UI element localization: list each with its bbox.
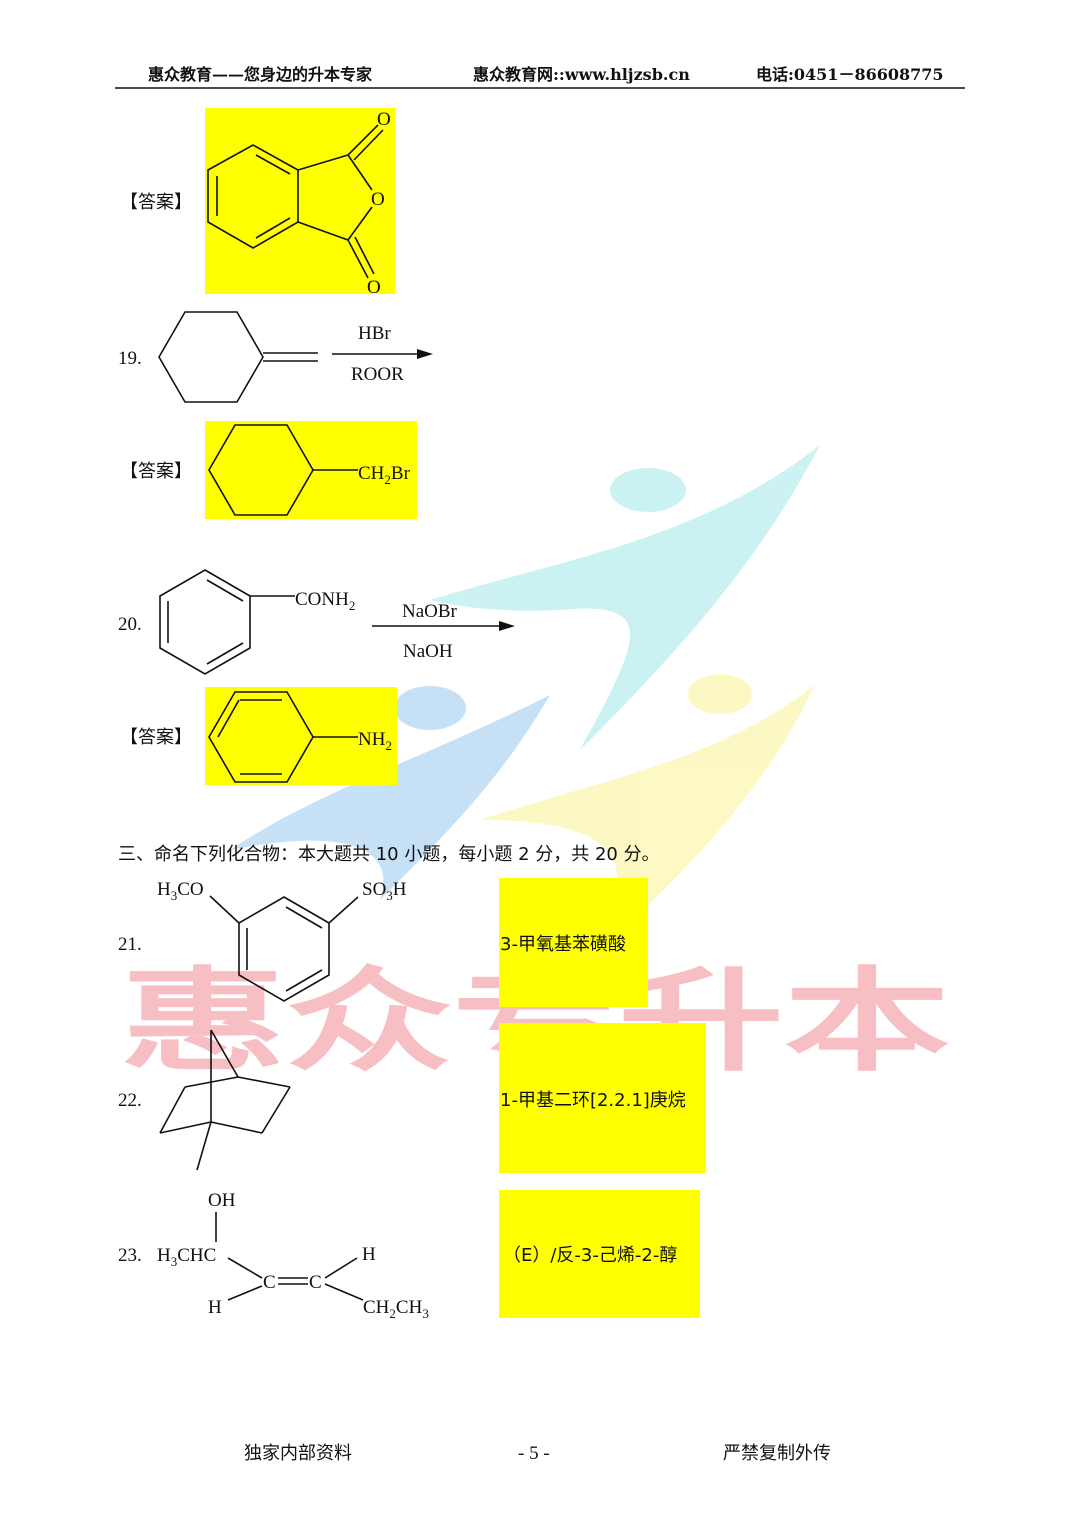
q20-answer: 【答案】 NH2 bbox=[120, 687, 397, 785]
watermark-logo bbox=[230, 445, 820, 950]
oxygen-label: O bbox=[377, 109, 391, 130]
oxygen-label: O bbox=[371, 189, 385, 210]
question-19: 19. HBr ROOR bbox=[118, 311, 433, 403]
answer-text: 3-甲氧基苯磺酸 bbox=[500, 934, 626, 955]
question-number: 20. bbox=[118, 614, 142, 635]
reagent-bottom: NaOH bbox=[403, 641, 453, 662]
answer-highlight bbox=[499, 878, 648, 1007]
left-group-label: H3CHC bbox=[157, 1245, 216, 1269]
reagent-top: HBr bbox=[358, 323, 391, 344]
answer-highlight bbox=[205, 421, 417, 519]
product-formula: CH2Br bbox=[358, 463, 411, 487]
methoxy-label: H3CO bbox=[157, 879, 204, 903]
answer-label: 【答案】 bbox=[120, 727, 192, 748]
question-number: 23. bbox=[118, 1245, 142, 1266]
header-website: 惠众教育网::www.hljzsb.cn bbox=[473, 65, 690, 84]
answer-highlight bbox=[499, 1190, 700, 1318]
methylenecyclohexane-structure bbox=[158, 311, 264, 403]
page-footer: 独家内部资料 - 5 - 严禁复制外传 bbox=[244, 1443, 831, 1464]
question-number: 21. bbox=[118, 934, 142, 955]
question-21: 21. H3CO SO3H 3-甲氧基苯磺酸 bbox=[118, 878, 648, 1007]
hydroxyl-label: OH bbox=[208, 1190, 236, 1211]
header-slogan: 惠众教育——您身边的升本专家 bbox=[148, 65, 373, 84]
page-header: 惠众教育——您身边的升本专家 惠众教育网::www.hljzsb.cn 电话:0… bbox=[115, 65, 965, 89]
oxygen-label: O bbox=[367, 277, 381, 298]
q19-answer: 【答案】 CH2Br bbox=[120, 421, 417, 519]
reagent-bottom: ROOR bbox=[351, 364, 404, 385]
sulfonic-label: SO3H bbox=[362, 879, 407, 903]
answer-label: 【答案】 bbox=[120, 192, 192, 213]
benzamide-structure bbox=[159, 569, 251, 675]
footer-left: 独家内部资料 bbox=[244, 1443, 352, 1464]
reagent-top: NaOBr bbox=[402, 601, 458, 622]
ethyl-label: CH2CH3 bbox=[363, 1297, 429, 1321]
question-23: 23. OH H3CHC C C H H CH2CH3 （E）/反-3-己烯-2… bbox=[118, 1190, 700, 1321]
question-22: 22. 1-甲基二环[2.2.1]庚烷 bbox=[118, 1023, 706, 1173]
substituent-formula: CONH2 bbox=[295, 589, 355, 613]
footer-right: 严禁复制外传 bbox=[723, 1443, 831, 1464]
methylnorbornane-structure bbox=[159, 1029, 291, 1171]
question-20: 20. CONH2 NaOBr NaOH bbox=[118, 569, 515, 675]
answer-label: 【答案】 bbox=[120, 461, 192, 482]
page-number: - 5 - bbox=[518, 1443, 550, 1464]
phthalic-anhydride-structure bbox=[207, 124, 384, 279]
header-phone: 电话:0451－86608775 bbox=[756, 65, 944, 84]
hydrogen-label: H bbox=[208, 1297, 222, 1318]
answer-highlight bbox=[499, 1023, 706, 1173]
hydrogen-label: H bbox=[362, 1244, 376, 1265]
product-formula: NH2 bbox=[358, 729, 392, 753]
q18-answer: 【答案】 O O O bbox=[120, 108, 395, 298]
carbon-label: C bbox=[263, 1272, 276, 1293]
carbon-label: C bbox=[309, 1272, 322, 1293]
question-number: 22. bbox=[118, 1090, 142, 1111]
answer-text: （E）/反-3-己烯-2-醇 bbox=[503, 1245, 677, 1266]
question-number: 19. bbox=[118, 348, 142, 369]
answer-text: 1-甲基二环[2.2.1]庚烷 bbox=[500, 1090, 686, 1111]
section-heading: 三、命名下列化合物：本大题共 10 小题，每小题 2 分，共 20 分。 bbox=[118, 844, 660, 865]
